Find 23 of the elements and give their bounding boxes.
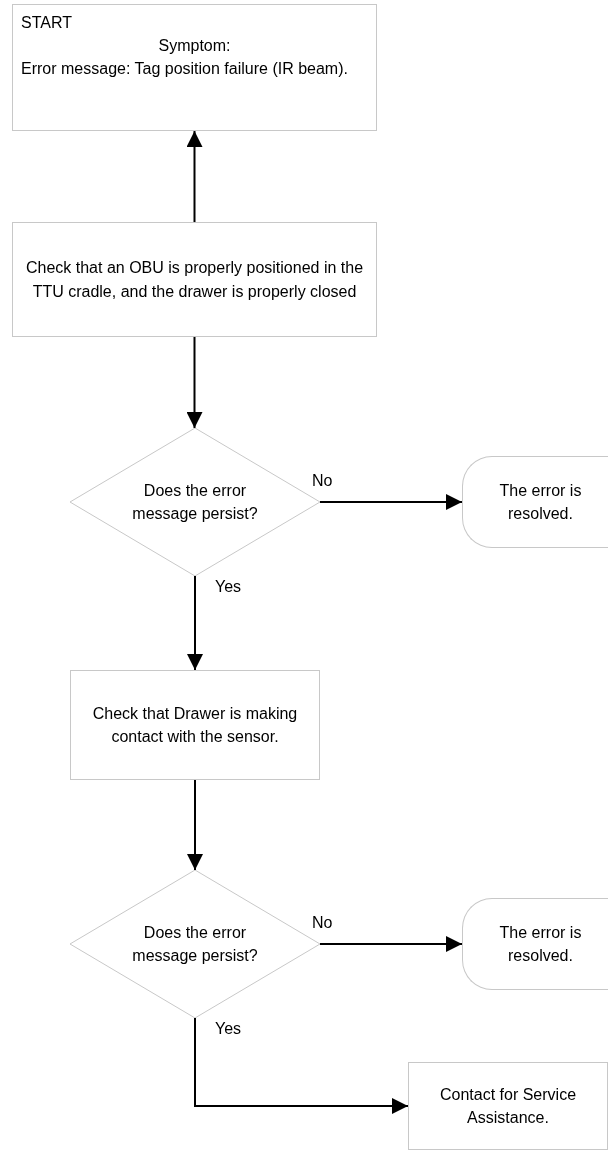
- process-box: [408, 1062, 608, 1150]
- node-text: Does the error message persist?: [131, 480, 259, 524]
- process-box: [12, 222, 377, 337]
- arrow: [194, 1017, 409, 1114]
- node-text: Contact for Service Assistance.: [438, 1084, 578, 1128]
- node-text: The error is resolved.: [498, 922, 583, 966]
- arrow: [319, 936, 463, 952]
- terminal-box: [462, 898, 608, 990]
- node-text: Check that Drawer is making contact with the sensor.: [91, 703, 299, 747]
- description: Error message: Tag position failure (IR beam).: [21, 59, 348, 80]
- heading: Symptom:: [158, 36, 231, 57]
- process-box: [70, 670, 320, 780]
- node-text: Check that an OBU is properly positioned in the TTU cradle, and the drawer is properly closed: [24, 258, 365, 302]
- arrow: [187, 575, 203, 671]
- node-text: The error is resolved.: [498, 480, 583, 524]
- arrow: [186, 336, 203, 429]
- arrow: [186, 130, 203, 223]
- node-text: Does the error message persist?: [131, 922, 259, 966]
- arrow: [187, 779, 203, 871]
- arrow: [319, 494, 463, 510]
- terminal-box: [462, 456, 608, 548]
- start-label: START: [21, 13, 72, 33]
- process-box: [12, 4, 377, 131]
